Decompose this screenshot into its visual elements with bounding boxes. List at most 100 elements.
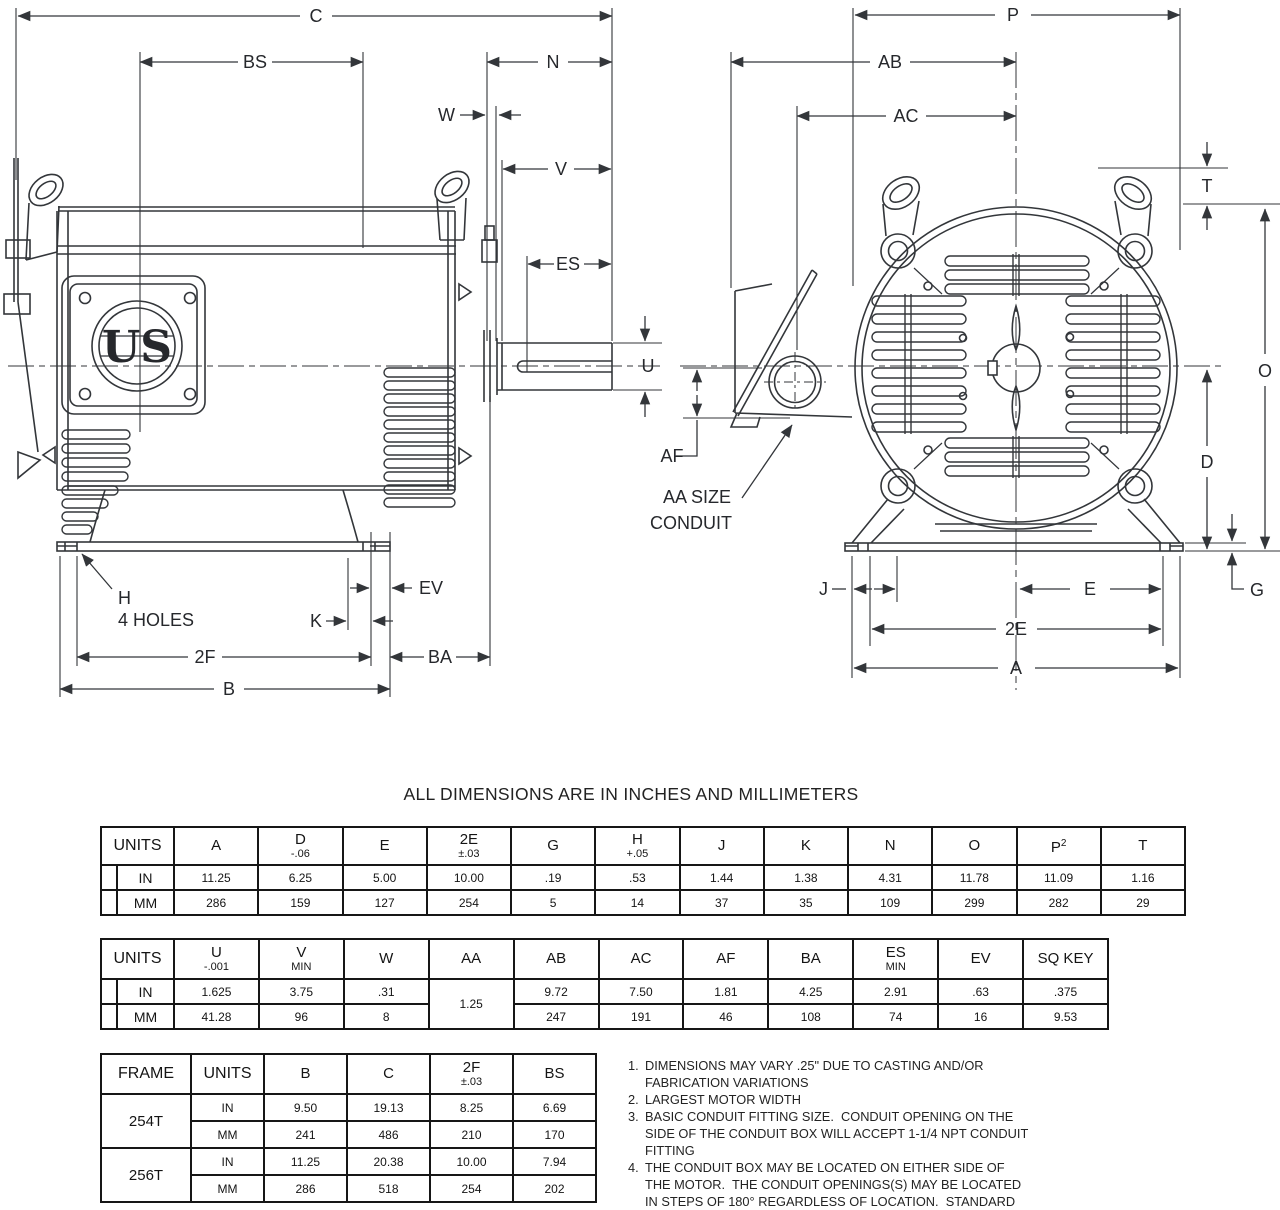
dim-label-es: ES [556, 254, 580, 274]
dim-label-o: O [1258, 361, 1272, 381]
table-cell: 96 [257, 1003, 345, 1030]
mounting-base [56, 489, 391, 552]
end-view-dimensions [676, 8, 1280, 678]
table-cell: 74 [852, 1003, 940, 1030]
us-motors-logo: US [61, 275, 206, 415]
table-cell: 254 [425, 889, 513, 916]
table-cell: 202 [512, 1174, 597, 1203]
table-cell: 1.16 [1099, 864, 1187, 891]
dim-label-aa-conduit: CONDUIT [650, 513, 732, 533]
table-cell: 108 [767, 1003, 855, 1030]
dim-label-d: D [1201, 452, 1214, 472]
dim-label-j: J [819, 579, 828, 599]
engineering-drawing: US [3, 5, 1280, 699]
drawing-notes: 1. DIMENSIONS MAY VARY .25" DUE TO CASTI… [628, 1057, 1203, 1210]
table-cell: 286 [172, 889, 260, 916]
dim-label-ba: BA [428, 647, 452, 667]
table-cell: 518 [346, 1174, 431, 1203]
dim-label-p: P [1007, 5, 1019, 25]
lifting-eye-left [25, 173, 64, 261]
table-cell: 8.25 [429, 1093, 514, 1122]
table-cell: 4.25 [767, 978, 855, 1005]
table-cell: 3.75 [257, 978, 345, 1005]
end-view-feet [844, 498, 1184, 552]
note-item: 2. LARGEST MOTOR WIDTH [628, 1092, 801, 1107]
spacer-cell [100, 1003, 118, 1030]
table-cell: 9.53 [1022, 1003, 1109, 1030]
table-cell: 159 [257, 889, 344, 916]
dim-label-af: AF [660, 446, 683, 466]
dim-label-c: C [310, 6, 323, 26]
table-cell: 241 [263, 1120, 348, 1149]
table-cell: 11.09 [1015, 864, 1102, 891]
conduit-box [729, 269, 853, 428]
dim-label-g: G [1250, 580, 1264, 600]
table-cell: 7.50 [597, 978, 685, 1005]
table-cell: 46 [682, 1003, 770, 1030]
vent-louvers-right [383, 367, 456, 508]
table-cell: 127 [341, 889, 428, 916]
side-view-dimensions [15, 8, 662, 697]
dim-label-t: T [1202, 176, 1213, 196]
table-cell: 11.25 [263, 1147, 348, 1176]
table-cell: 10.00 [425, 864, 513, 891]
table-header-row: FRAME UNITS B C 2F±.03 BS [100, 1053, 597, 1095]
spacer-cell [100, 864, 118, 891]
table-cell: 19.13 [346, 1093, 431, 1122]
bore-keyway [987, 360, 998, 376]
dim-label-h-holes: 4 HOLES [118, 610, 194, 630]
cast-webs [1011, 303, 1021, 433]
keyway [516, 360, 612, 373]
frame-header: FRAME [100, 1053, 192, 1095]
spacer-cell [100, 978, 118, 1005]
table-cell: 1.44 [678, 864, 765, 891]
table-cell: 299 [931, 889, 1018, 916]
table-cell: 254 [429, 1174, 514, 1203]
table-cell: MM [190, 1174, 265, 1203]
dim-label-2e: 2E [1005, 619, 1027, 639]
table-cell: 191 [597, 1003, 685, 1030]
dim-label-w: W [438, 105, 455, 125]
table-cell: 210 [429, 1120, 514, 1149]
note-item: 1. DIMENSIONS MAY VARY .25" DUE TO CASTI… [628, 1058, 984, 1090]
table-cell: 2.91 [852, 978, 940, 1005]
table-cell: 282 [1015, 889, 1102, 916]
table-cell: .31 [342, 978, 430, 1005]
units-header: UNITS [100, 826, 175, 866]
dim-label-bs: BS [243, 52, 267, 72]
table-cell: 16 [937, 1003, 1025, 1030]
dim-label-e: E [1084, 579, 1096, 599]
dimensions-title: ALL DIMENSIONS ARE IN INCHES AND MILLIME… [403, 784, 859, 804]
table-header-row: UNITS A D-.06 E 2E±.03 G H+.05 J K N O P… [100, 826, 1187, 866]
table-cell: .19 [509, 864, 597, 891]
table-cell: 9.50 [263, 1093, 348, 1122]
table-cell: 35 [762, 889, 850, 916]
table-cell: 1.38 [762, 864, 850, 891]
spacer-cell [100, 889, 118, 916]
note-item: 3. BASIC CONDUIT FITTING SIZE. CONDUIT O… [628, 1109, 1029, 1158]
side-view-labels: C BS N W V ES U H 4 HOLES K EV 2F BA B [118, 6, 655, 699]
shaft [481, 225, 613, 402]
end-view-labels: P AB AC T O D G AF AA SIZE CONDUIT J E 2… [650, 5, 1272, 678]
lifting-eye-left-end [881, 175, 921, 237]
units-header: UNITS [100, 938, 175, 980]
table-cell: 11.25 [172, 864, 260, 891]
table-cell: 286 [263, 1174, 348, 1203]
table-cell: 486 [346, 1120, 431, 1149]
table-cell: 29 [1099, 889, 1187, 916]
units-in: IN [116, 864, 175, 891]
table-cell: 109 [846, 889, 934, 916]
units-mm: MM [116, 1003, 175, 1030]
table-cell: 11.78 [931, 864, 1018, 891]
housing-outline [854, 206, 1178, 530]
bolt-bosses [880, 233, 1153, 504]
dim-label-ab: AB [878, 52, 902, 72]
dim-label-v: V [555, 159, 567, 179]
